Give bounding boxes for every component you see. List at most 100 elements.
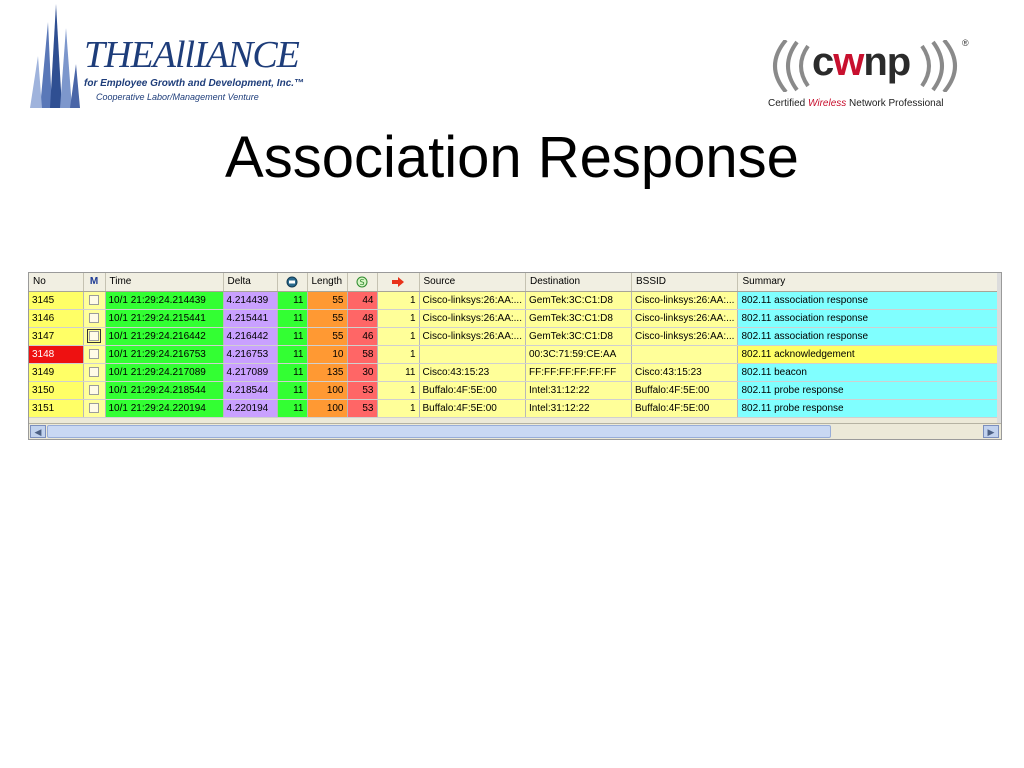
column-header-time[interactable]: Time [105, 273, 224, 292]
signal-icon: S [356, 276, 368, 288]
cell-channel: 11 [277, 399, 308, 418]
cell-channel: 11 [277, 309, 308, 328]
cell-signal: 53 [347, 381, 378, 400]
cell-time: 10/1 21:29:24.220194 [105, 399, 224, 418]
cell-bssid: Cisco:43:15:23 [631, 363, 739, 382]
cell-delta: 4.218544 [223, 381, 278, 400]
cell-delta: 4.216442 [223, 327, 278, 346]
cell-destination: GemTek:3C:C1:D8 [525, 327, 632, 346]
cell-source: Cisco:43:15:23 [419, 363, 526, 382]
cell-time: 10/1 21:29:24.214439 [105, 291, 224, 310]
cell-delta: 4.216753 [223, 345, 278, 364]
cell-no: 3145 [29, 291, 84, 310]
cell-length: 135 [307, 363, 348, 382]
cell-destination: Intel:31:12:22 [525, 399, 632, 418]
cell-mark [83, 327, 106, 346]
column-header-summary[interactable]: Summary [737, 273, 1001, 292]
wireless-waves-right-icon [920, 40, 957, 92]
cwnp-logo: cwnp ® Certified Wireless Network Profes… [764, 36, 974, 114]
cell-mark [83, 363, 106, 382]
cwnp-wordmark: cwnp [812, 40, 911, 84]
cell-time: 10/1 21:29:24.218544 [105, 381, 224, 400]
cell-length: 55 [307, 291, 348, 310]
cell-summary: 802.11 association response [737, 309, 1001, 328]
cell-summary: 802.11 probe response [737, 399, 1001, 418]
registered-mark: ® [962, 38, 969, 48]
column-header-source[interactable]: Source [419, 273, 526, 292]
scroll-left-icon[interactable]: ◀ [30, 425, 46, 438]
cell-no: 3148 [29, 345, 84, 364]
cell-channel: 11 [277, 327, 308, 346]
slide-title: Association Response [225, 125, 799, 190]
cell-summary: 802.11 beacon [737, 363, 1001, 382]
cell-flags: 1 [377, 345, 420, 364]
cell-delta: 4.214439 [223, 291, 278, 310]
cell-length: 100 [307, 399, 348, 418]
cell-mark [83, 345, 106, 364]
cell-delta: 4.215441 [223, 309, 278, 328]
cell-bssid: Cisco-linksys:26:AA:... [631, 309, 739, 328]
mark-checkbox[interactable] [89, 294, 99, 305]
cell-mark [83, 309, 106, 328]
cell-signal: 30 [347, 363, 378, 382]
cell-time: 10/1 21:29:24.216442 [105, 327, 224, 346]
skyscraper-icon [30, 4, 80, 108]
column-header-flags[interactable] [377, 273, 420, 292]
column-header-no[interactable]: No [29, 273, 84, 292]
cell-no: 3149 [29, 363, 84, 382]
cell-length: 100 [307, 381, 348, 400]
cell-length: 10 [307, 345, 348, 364]
mark-checkbox[interactable] [89, 366, 99, 377]
flag-icon [392, 276, 404, 287]
column-header-mark[interactable]: M [83, 273, 106, 292]
cell-no: 3150 [29, 381, 84, 400]
column-header-channel[interactable] [277, 273, 308, 292]
cell-summary: 802.11 association response [737, 327, 1001, 346]
cell-flags: 1 [377, 291, 420, 310]
horizontal-scrollbar[interactable]: ◀ ▶ [29, 423, 1001, 439]
cell-bssid: Cisco-linksys:26:AA:... [631, 327, 739, 346]
mark-checkbox[interactable] [89, 402, 99, 413]
scroll-thumb[interactable] [47, 425, 831, 438]
mark-checkbox[interactable] [89, 348, 99, 359]
cell-no: 3146 [29, 309, 84, 328]
vertical-scrollbar[interactable] [997, 273, 1001, 423]
cell-delta: 4.217089 [223, 363, 278, 382]
column-header-signal[interactable]: S [347, 273, 378, 292]
cell-signal: 48 [347, 309, 378, 328]
column-header-row: No M Time Delta Length S [29, 273, 1001, 292]
cell-destination: GemTek:3C:C1:D8 [525, 291, 632, 310]
cell-source: Buffalo:4F:5E:00 [419, 399, 526, 418]
wireless-waves-left-icon [773, 40, 810, 92]
cell-source: Cisco-linksys:26:AA:... [419, 291, 526, 310]
cell-source [419, 345, 526, 364]
cell-channel: 11 [277, 363, 308, 382]
cell-source: Buffalo:4F:5E:00 [419, 381, 526, 400]
cell-channel: 11 [277, 291, 308, 310]
mark-checkbox[interactable] [89, 384, 99, 395]
cell-bssid: Buffalo:4F:5E:00 [631, 399, 739, 418]
scroll-right-icon[interactable]: ▶ [983, 425, 999, 438]
cell-bssid [631, 345, 739, 364]
alliance-subtagline: Cooperative Labor/Management Venture [96, 92, 259, 102]
column-header-length[interactable]: Length [307, 273, 348, 292]
cell-source: Cisco-linksys:26:AA:... [419, 327, 526, 346]
cell-destination: GemTek:3C:C1:D8 [525, 309, 632, 328]
mark-checkbox[interactable] [89, 312, 99, 323]
cell-destination: 00:3C:71:59:CE:AA [525, 345, 632, 364]
column-header-bssid[interactable]: BSSID [631, 273, 739, 292]
cell-destination: Intel:31:12:22 [525, 381, 632, 400]
mark-checkbox[interactable] [87, 328, 101, 343]
column-header-delta[interactable]: Delta [223, 273, 278, 292]
column-header-destination[interactable]: Destination [525, 273, 632, 292]
packet-list-grid[interactable]: No M Time Delta Length S [28, 272, 1002, 440]
cell-signal: 53 [347, 399, 378, 418]
